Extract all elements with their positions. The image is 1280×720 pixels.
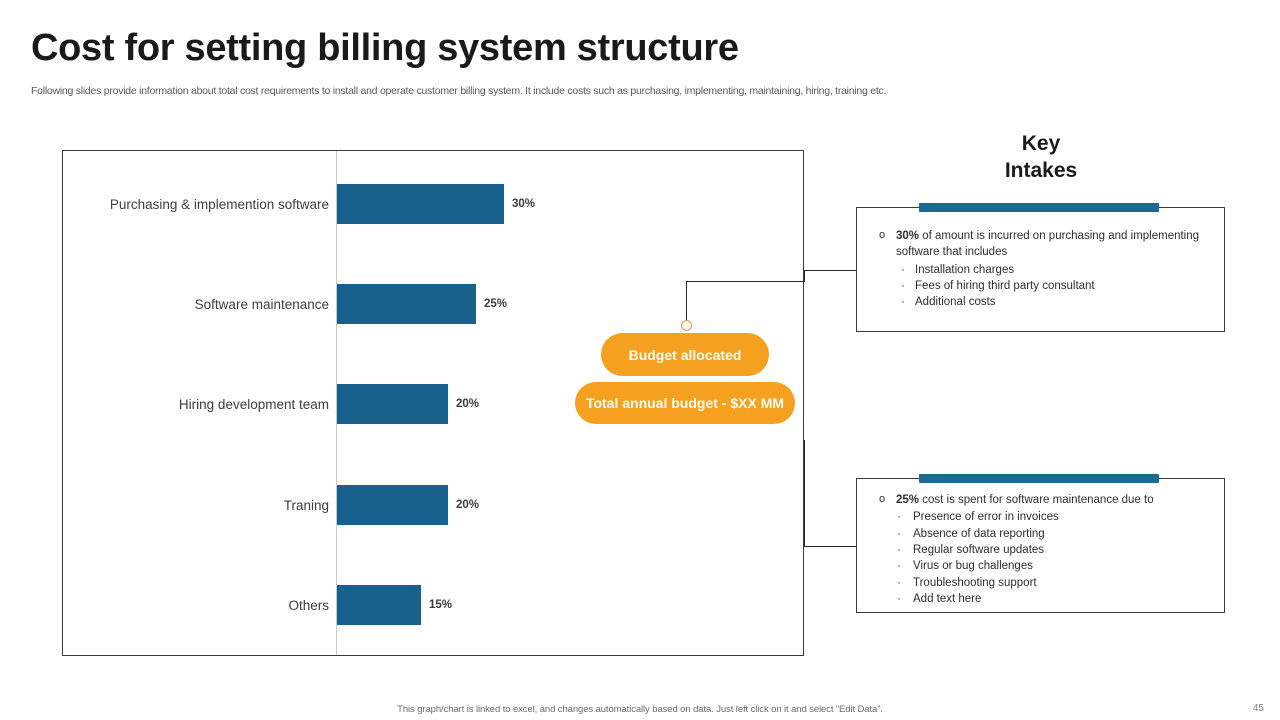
square-bullet-icon: · xyxy=(901,261,905,276)
connector-2-horizontal xyxy=(804,546,857,547)
list-item-label: Virus or bug challenges xyxy=(913,560,1033,573)
bar-category-label: Traning xyxy=(283,497,329,513)
key-intakes-heading-line2: Intakes xyxy=(1004,158,1078,182)
key-intake-box-1-list: · Installation charges · Fees of hiring th… xyxy=(879,262,1212,311)
footer-note: This graph/chart is linked to excel, and… xyxy=(397,704,883,715)
bar-category-label: Purchasing & implemention software xyxy=(109,196,329,212)
key-intake-box-1-lead-bold: 30% xyxy=(896,230,920,242)
key-intake-box-2-content: o 25% cost is spent for software mainten… xyxy=(879,492,1212,607)
key-intake-box-1[interactable]: o 30% of amount is incurred on purchasin… xyxy=(856,203,1225,332)
key-intake-box-2[interactable]: o 25% cost is spent for software mainten… xyxy=(856,474,1225,613)
connector-1-vertical-right xyxy=(804,270,805,282)
list-item: · Presence of error in invoices xyxy=(879,509,1212,525)
bar-value-label: 25% xyxy=(484,298,508,310)
square-bullet-icon: · xyxy=(901,294,905,309)
connector-1-horizontal-top xyxy=(686,281,805,282)
accent-bar-1 xyxy=(919,203,1159,212)
list-item: · Add text here xyxy=(879,591,1212,607)
chart-bar-row: Others 15% xyxy=(63,585,803,625)
list-item-label: Presence of error in invoices xyxy=(913,511,1059,524)
budget-connector-dot xyxy=(681,320,692,331)
list-item: · Additional costs xyxy=(879,294,1212,310)
key-intakes-heading: Key Intakes xyxy=(946,131,1136,184)
list-item-label: Regular software updates xyxy=(913,543,1045,556)
bar-fill[interactable] xyxy=(337,485,448,525)
bar-value-label: 30% xyxy=(512,198,536,210)
hollow-bullet-icon: o xyxy=(879,493,886,505)
key-intake-box-2-lead-text: cost is spent for software maintenance d… xyxy=(919,494,1154,506)
list-item-label: Installation charges xyxy=(915,263,1015,276)
key-intake-box-2-lead-bold: 25% xyxy=(896,494,920,506)
category-axis-line xyxy=(336,151,337,655)
chart-bar-row: Hiring development team 20% xyxy=(63,384,803,424)
list-item: · Regular software updates xyxy=(879,542,1212,558)
list-item-label: Add text here xyxy=(913,592,982,605)
connector-2-vertical xyxy=(804,440,805,546)
list-item: · Absence of data reporting xyxy=(879,526,1212,542)
connector-1-vertical-left xyxy=(686,281,687,326)
chart-bar-row: Software maintenance 25% xyxy=(63,284,803,324)
bar-category-label: Others xyxy=(288,597,329,613)
connector-1-horizontal-right xyxy=(804,270,857,271)
bar-category-label: Software maintenance xyxy=(194,296,329,312)
square-bullet-icon: · xyxy=(897,509,901,524)
list-item: · Installation charges xyxy=(879,262,1212,278)
list-item-label: Troubleshooting support xyxy=(913,576,1037,589)
list-item: · Troubleshooting support xyxy=(879,575,1212,591)
square-bullet-icon: · xyxy=(897,590,901,605)
square-bullet-icon: · xyxy=(901,277,905,292)
budget-allocated-pill[interactable]: Budget allocated xyxy=(601,333,769,376)
bar-value-label: 15% xyxy=(429,599,453,611)
chart-bar-row: Traning 20% xyxy=(63,485,803,525)
bar-fill[interactable] xyxy=(337,184,504,224)
total-annual-budget-pill[interactable]: Total annual budget - $XX MM xyxy=(575,382,795,424)
list-item-label: Fees of hiring third party consultant xyxy=(915,279,1095,292)
key-intake-box-1-lead: o 30% of amount is incurred on purchasin… xyxy=(879,228,1212,261)
bar-fill[interactable] xyxy=(337,585,421,625)
chart-plot-area: Purchasing & implemention software 30% Sof… xyxy=(63,151,803,655)
bar-category-label: Hiring development team xyxy=(178,396,329,412)
key-intake-box-1-content: o 30% of amount is incurred on purchasin… xyxy=(879,228,1212,311)
accent-bar-2 xyxy=(919,474,1159,483)
key-intake-box-1-lead-text: of amount is incurred on purchasing and … xyxy=(896,230,1200,259)
bar-fill[interactable] xyxy=(337,284,476,324)
square-bullet-icon: · xyxy=(897,558,901,573)
bar-value-label: 20% xyxy=(456,499,480,511)
bar-fill[interactable] xyxy=(337,384,448,424)
key-intake-box-2-lead: o 25% cost is spent for software mainten… xyxy=(879,492,1212,508)
key-intake-box-2-list: · Presence of error in invoices · Absence … xyxy=(879,509,1212,607)
chart-bar-row: Purchasing & implemention software 30% xyxy=(63,184,803,224)
list-item: · Virus or bug challenges xyxy=(879,558,1212,574)
square-bullet-icon: · xyxy=(897,525,901,540)
page-title: Cost for setting billing system structur… xyxy=(31,27,739,69)
key-intakes-heading-line1: Key xyxy=(1021,132,1061,155)
square-bullet-icon: · xyxy=(897,574,901,589)
bar-value-label: 20% xyxy=(456,398,480,410)
square-bullet-icon: · xyxy=(897,541,901,556)
page-subtitle: Following slides provide information abo… xyxy=(31,85,887,97)
list-item-label: Additional costs xyxy=(915,296,996,309)
hollow-bullet-icon: o xyxy=(879,229,886,241)
page-number: 45 xyxy=(1252,703,1264,714)
list-item: · Fees of hiring third party consultant xyxy=(879,278,1212,294)
list-item-label: Absence of data reporting xyxy=(913,527,1045,540)
